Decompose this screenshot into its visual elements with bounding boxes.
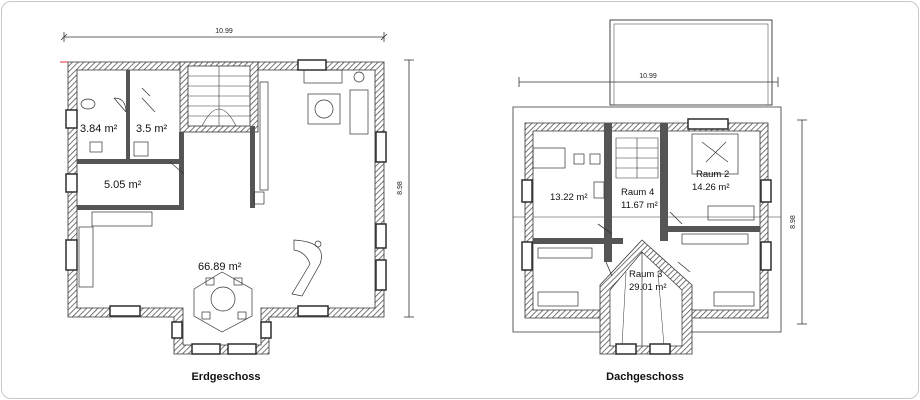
- ground-floor-width-dimension: [60, 32, 388, 42]
- room-name-raum2: Raum 2: [696, 169, 729, 180]
- attic-interior-walls: [533, 123, 760, 262]
- room-name-raum4: Raum 4: [621, 187, 654, 198]
- room-area-wohnen: 66.89 m²: [198, 261, 242, 273]
- attic-windows: [521, 118, 772, 355]
- attic-depth-label: 8.98: [790, 215, 797, 229]
- attic-floor-caption: Dachgeschoss: [606, 371, 684, 383]
- attic-width-dimension: [518, 77, 779, 87]
- ground-floor-depth-label: 8.98: [397, 181, 404, 195]
- ground-floor-depth-dimension: [404, 59, 414, 318]
- ground-floor-door-swings: [113, 87, 185, 175]
- ground-floor-staircase: [179, 61, 259, 133]
- room-area-wc: 3.84 m²: [80, 123, 118, 135]
- ground-floor-width-label: 10.99: [215, 28, 233, 35]
- room-area-bad-dg: 13.22 m²: [550, 192, 588, 203]
- attic-width-label: 10.99: [639, 73, 657, 80]
- ground-floor-plan: 10.99 8.98: [60, 28, 414, 383]
- ground-floor-windows: [65, 59, 387, 355]
- ground-floor-caption: Erdgeschoss: [191, 371, 260, 383]
- ground-floor-interior-walls: [77, 70, 255, 210]
- room-area-raum4: 11.67 m²: [621, 200, 658, 211]
- room-area-bad: 3.5 m²: [136, 123, 168, 135]
- attic-balcony-outline: [609, 19, 773, 106]
- attic-door-swings: [597, 211, 691, 277]
- ground-floor-furniture: [78, 69, 369, 333]
- attic-staircase: [615, 137, 659, 179]
- attic-depth-dimension: [797, 119, 807, 325]
- room-area-abstellraum: 5.05 m²: [104, 179, 142, 191]
- attic-furniture: [532, 133, 755, 307]
- room-name-raum3: Raum 3: [629, 269, 662, 280]
- attic-floor-plan: 10.99 8.98: [512, 19, 807, 383]
- attic-roof-outline: [512, 106, 782, 333]
- room-area-raum3: 29.01 m²: [629, 282, 667, 293]
- room-area-raum2: 14.26 m²: [692, 182, 730, 193]
